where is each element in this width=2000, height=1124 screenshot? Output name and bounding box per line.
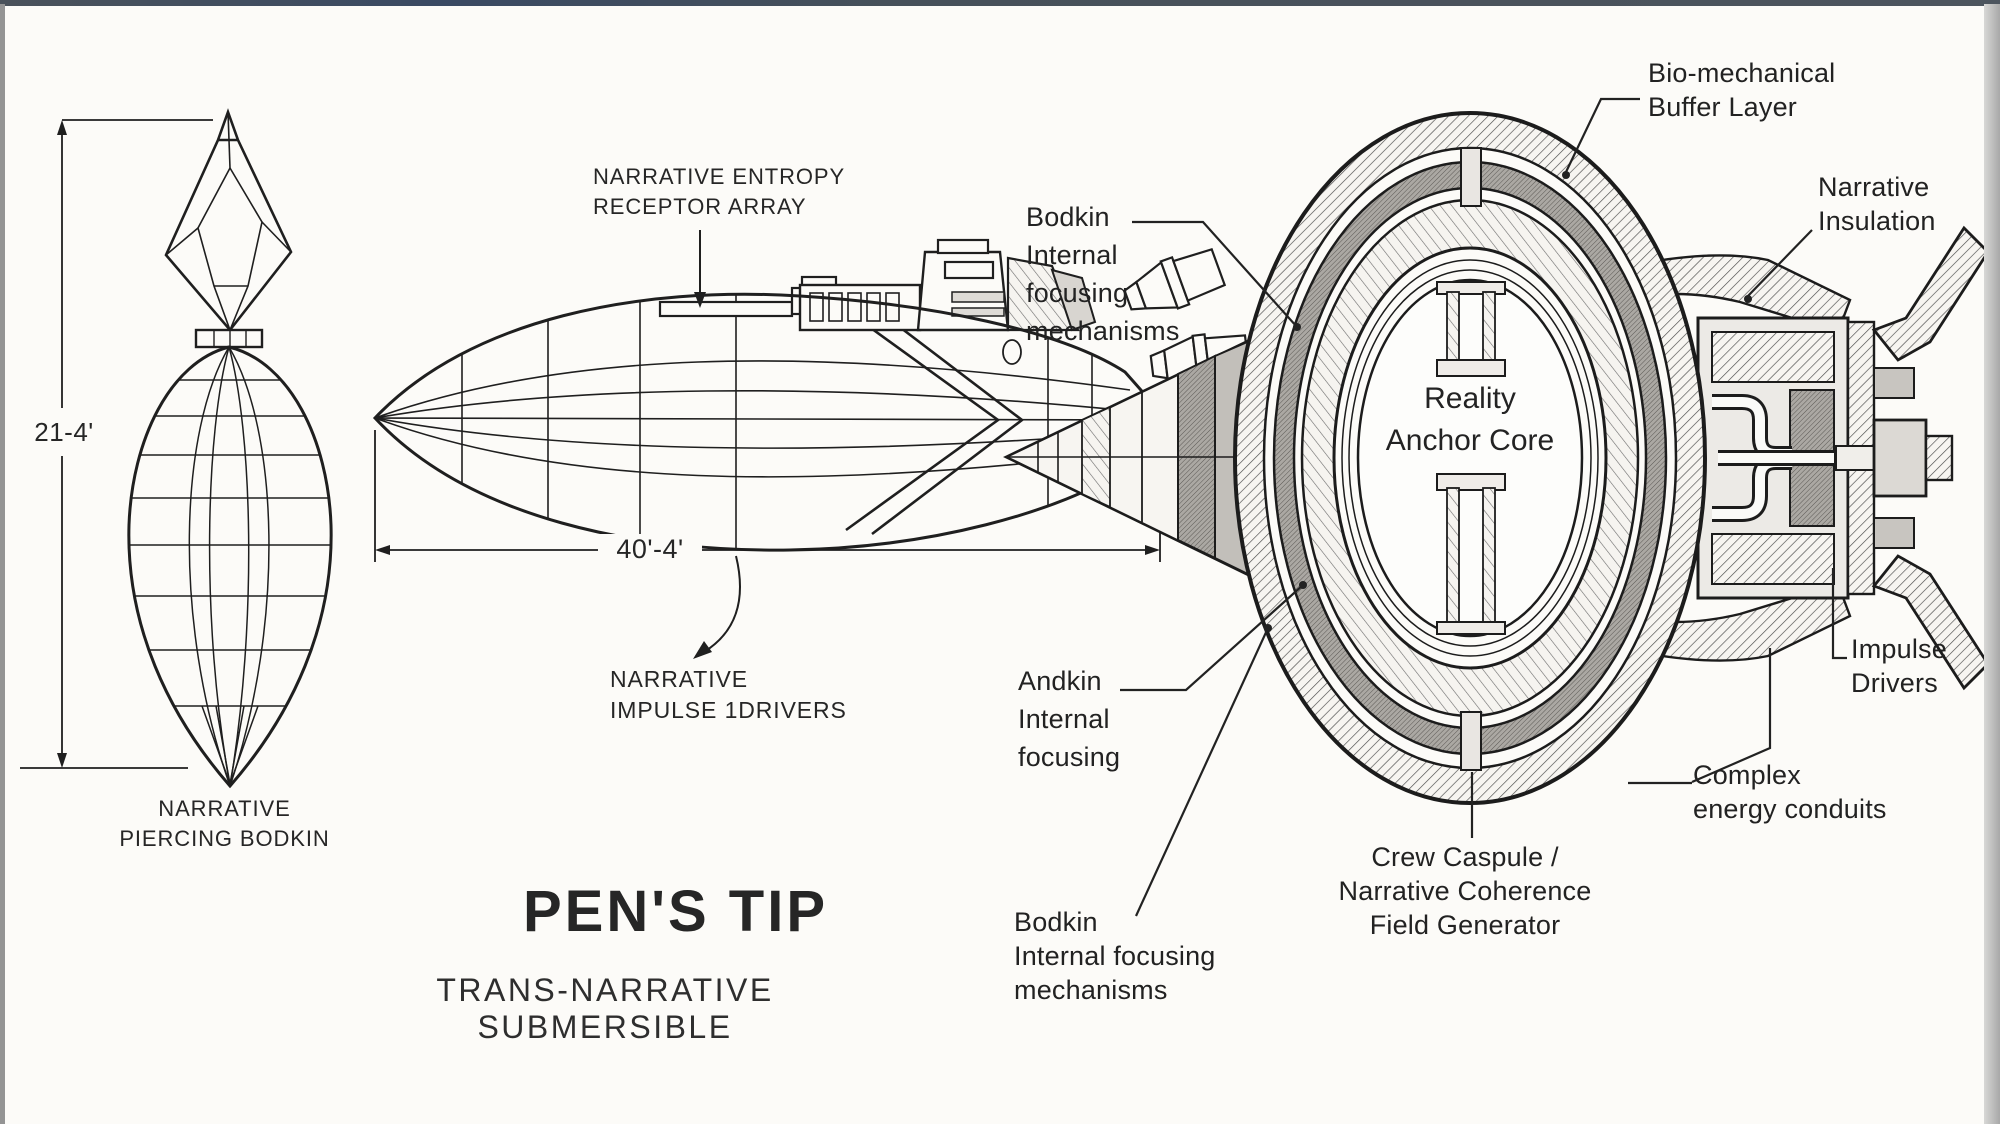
- bodkin-collar: [194, 328, 264, 349]
- bio-mechanical-buffer-label: Bio-mechanical Buffer Layer: [1648, 58, 1836, 122]
- front-view-label: NARRATIVE PIERCING BODKIN: [119, 796, 330, 851]
- page-title: PEN'S TIP: [522, 879, 829, 944]
- complex-energy-conduits-label: Complex energy conduits: [1693, 760, 1887, 824]
- height-dimension-line: [20, 119, 213, 769]
- cross-section-drawing: [1003, 97, 1990, 917]
- side-view-drawing: [372, 230, 1251, 659]
- left-edge-band: [0, 4, 5, 1124]
- height-dimension-text: 21-4': [34, 417, 94, 447]
- bodkin-internal-bottom-label: Bodkin Internal focusing mechanisms: [1014, 907, 1216, 1005]
- leader-lines: [1120, 97, 1847, 917]
- receptor-array-label: NARRATIVE ENTROPY RECEPTOR ARRAY: [593, 164, 846, 219]
- hull-ring-stack: [1233, 111, 1707, 805]
- bodkin-diamond: [164, 108, 293, 333]
- length-dimension-text: 40'-4': [598, 534, 702, 565]
- top-border-bar: [0, 0, 2000, 6]
- narrative-insulation-label: Narrative Insulation: [1818, 172, 1936, 236]
- receptor-array-arrow: [694, 230, 706, 308]
- conning-tower: [658, 238, 1097, 365]
- crew-capsule-label: Crew Caspule / Narrative Coherence Field…: [1338, 842, 1592, 940]
- reality-anchor-core-label: Reality Anchor Core: [1385, 382, 1555, 457]
- front-view-drawing: [20, 108, 333, 789]
- impulse-drivers-label: Impulse Drivers: [1851, 634, 1947, 698]
- core-pillars: [1436, 281, 1506, 635]
- right-edge-band: [1984, 4, 2000, 1124]
- energy-conduit-pipes: [1712, 394, 1834, 522]
- andkin-internal-label: Andkin Internal focusing: [1018, 666, 1121, 772]
- page-subtitle: TRANS-NARRATIVE SUBMERSIBLE: [436, 972, 774, 1045]
- bodkin-internal-top-label: Bodkin Internal focusing mechanisms: [1026, 202, 1180, 346]
- impulse-drivers-side-label: NARRATIVE IMPULSE 1DRIVERS: [610, 666, 847, 723]
- impulse-drivers-leader: [693, 555, 741, 659]
- bodkin-body: [127, 345, 333, 789]
